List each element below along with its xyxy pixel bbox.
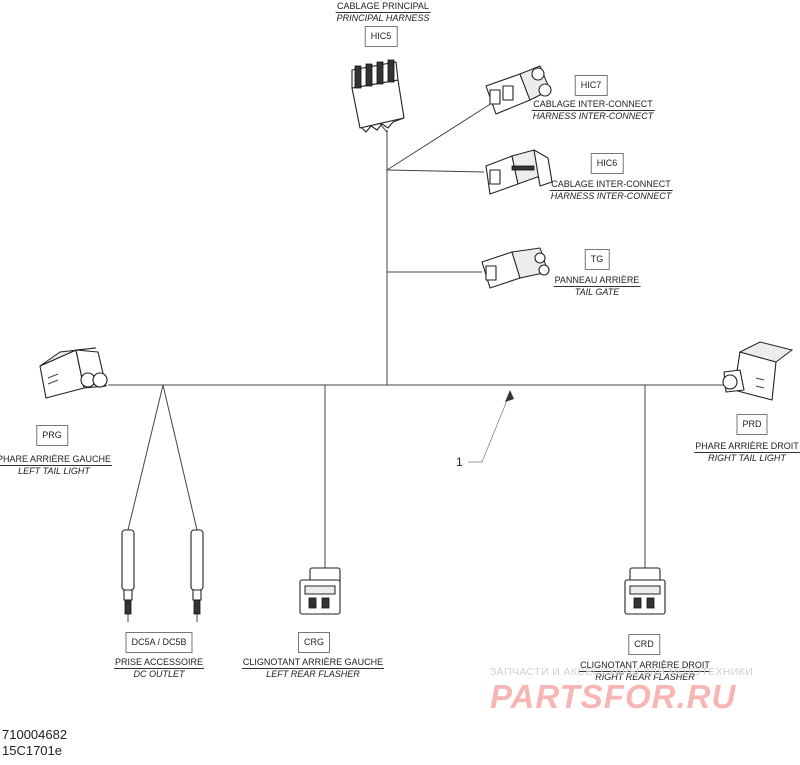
watermark-logo: PARTSFOR.RU (490, 678, 737, 715)
dc5-label-fr: PRISE ACCESSOIRE (113, 657, 205, 669)
crd-label: CLIGNOTANT ARRIÈRE DROIT RIGHT REAR FLAS… (579, 660, 711, 683)
callout-number: 1 (456, 455, 463, 469)
tg-label: PANNEAU ARRIÈRE TAIL GATE (553, 275, 641, 298)
tg-label-en: TAIL GATE (574, 287, 620, 297)
dc5-label: PRISE ACCESSOIRE DC OUTLET (113, 657, 205, 680)
prg-connector-icon (39, 347, 108, 399)
hic5-label: CABLAGE PRINCIPAL PRINCIPAL HARNESS (335, 1, 431, 24)
hic5-connector-icon (351, 59, 405, 133)
crg-connector-icon (299, 567, 341, 615)
prd-label: PHARE ARRIÈRE DROIT RIGHT TAIL LIGHT (694, 441, 800, 464)
prg-label-fr: PHARE ARRIÈRE GAUCHE (0, 454, 113, 466)
crg-label: CLIGNOTANT ARRIÈRE GAUCHE LEFT REAR FLAS… (241, 657, 385, 680)
dc5a-branch-wire (127, 384, 164, 531)
hic7-branch-wire (386, 102, 493, 171)
crd-connector-icon (624, 567, 666, 615)
hic7-label-fr: CABLAGE INTER-CONNECT (531, 99, 655, 111)
dc5b-outlet-icon (190, 529, 204, 622)
crg-label-en: LEFT REAR FLASHER (266, 669, 360, 679)
crd-label-fr: CLIGNOTANT ARRIÈRE DROIT (579, 660, 711, 672)
crg-code-box: CRG (298, 632, 330, 653)
hic6-code-box: HIC6 (590, 153, 624, 174)
hic5-label-fr: CABLAGE PRINCIPAL (335, 1, 431, 13)
watermark-text: ЗАПЧАСТИ И АКСЕССУАРЫ ДЛЯ МОТОТЕХНИКИ (490, 666, 754, 678)
dc5-label-en: DC OUTLET (133, 669, 185, 679)
hic7-label: CABLAGE INTER-CONNECT HARNESS INTER-CONN… (531, 99, 655, 122)
dc5-code-box: DC5A / DC5B (125, 632, 193, 653)
harness-wires (108, 102, 725, 568)
prg-label: PHARE ARRIÈRE GAUCHE LEFT TAIL LIGHT (0, 454, 113, 477)
prg-label-en: LEFT TAIL LIGHT (18, 466, 90, 476)
hic7-code-box: HIC7 (574, 75, 608, 96)
dc5a-outlet-icon (121, 529, 135, 622)
hic6-label: CABLAGE INTER-CONNECT HARNESS INTER-CONN… (549, 179, 673, 202)
doc-number: 710004682 (2, 727, 68, 742)
hic6-branch-wire (386, 169, 485, 173)
hic5-label-en: PRINCIPAL HARNESS (336, 13, 430, 23)
hic7-connector-icon (485, 65, 552, 115)
prd-label-fr: PHARE ARRIÈRE DROIT (694, 441, 800, 453)
hic6-label-fr: CABLAGE INTER-CONNECT (549, 179, 673, 191)
prg-code-box: PRG (36, 425, 68, 446)
crg-label-fr: CLIGNOTANT ARRIÈRE GAUCHE (241, 657, 385, 669)
callout-arrowhead (505, 390, 514, 402)
crd-code-box: CRD (628, 634, 660, 655)
prd-code-box: PRD (736, 414, 768, 435)
hic7-label-en: HARNESS INTER-CONNECT (532, 111, 654, 121)
tg-label-fr: PANNEAU ARRIÈRE (553, 275, 641, 287)
hic6-connector-icon (485, 149, 553, 195)
callout-leader (468, 392, 511, 463)
hic6-label-en: HARNESS INTER-CONNECT (550, 191, 672, 201)
doc-code: 15C1701e (2, 743, 62, 758)
prd-label-en: RIGHT TAIL LIGHT (708, 453, 786, 463)
hic5-code-box: HIC5 (364, 26, 398, 47)
prd-connector-icon (722, 341, 794, 401)
dc5b-branch-wire (162, 384, 198, 531)
tg-connector-icon (481, 247, 550, 289)
tg-code-box: TG (584, 249, 610, 270)
crd-label-en: RIGHT REAR FLASHER (595, 672, 695, 682)
